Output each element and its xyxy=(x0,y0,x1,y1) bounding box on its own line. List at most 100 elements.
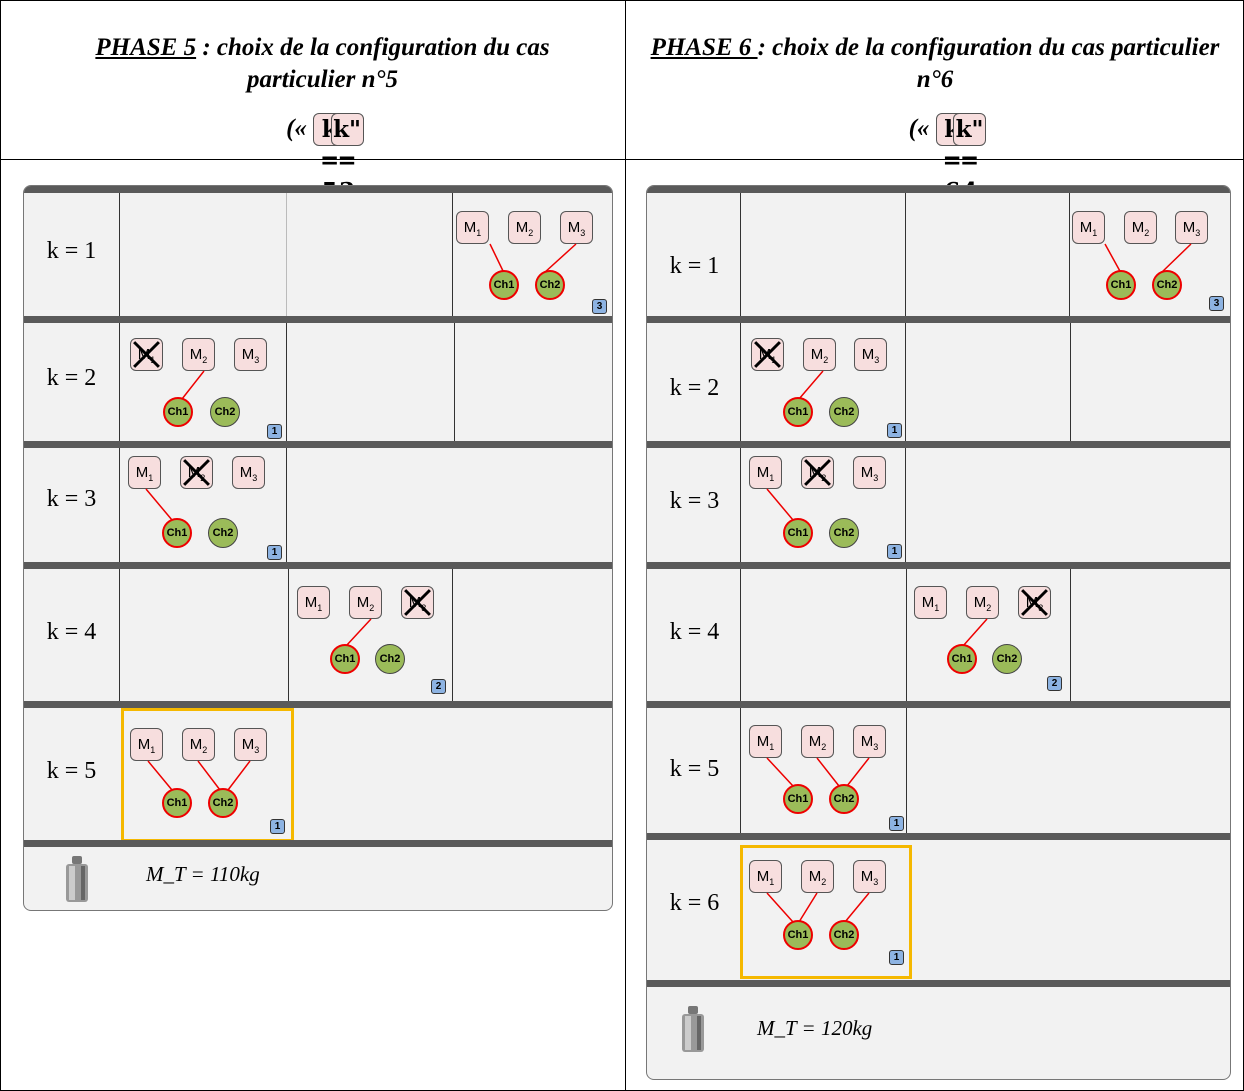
row-separator xyxy=(24,441,612,448)
row-label: k = 1 xyxy=(669,253,720,279)
chain-ch1: Ch1 xyxy=(783,784,813,814)
machine-label: M xyxy=(861,346,875,363)
row-separator xyxy=(647,701,1230,708)
row-label: k = 5 xyxy=(669,756,720,782)
machine-m1: M1 xyxy=(749,860,782,893)
machine-index: 1 xyxy=(934,603,940,613)
machine-index: 3 xyxy=(873,473,879,483)
machine-label: M xyxy=(241,736,255,753)
machine-label: M xyxy=(463,219,477,236)
slot-cell xyxy=(1070,569,1071,701)
machine-label: M xyxy=(1131,219,1145,236)
machine-label: M xyxy=(356,594,370,611)
slot-cell xyxy=(119,323,120,441)
machine-label: M xyxy=(408,594,422,611)
slot-cell xyxy=(740,569,741,701)
machine-label: M xyxy=(135,464,149,481)
machine-label: M xyxy=(973,594,987,611)
row-label: k = 2 xyxy=(46,365,97,391)
phase6-row-k3: k = 3 M1 M2 M3 Ch1 Ch2 1 xyxy=(647,448,1230,562)
machine-m3: M3 xyxy=(853,860,886,893)
slot-cell xyxy=(454,323,455,441)
count-badge: 1 xyxy=(267,424,282,439)
slot-cell xyxy=(286,323,287,441)
slot-cell xyxy=(452,193,453,316)
selected-configuration-highlight xyxy=(121,708,294,842)
machine-label: M xyxy=(860,868,874,885)
row-separator xyxy=(647,186,1230,193)
phase6-row-k6: k = 6 M1 M2 M3 Ch1 Ch2 1 xyxy=(647,840,1230,972)
machine-index: 1 xyxy=(769,742,775,752)
machine-label: M xyxy=(239,464,253,481)
row-label: k = 4 xyxy=(46,619,97,645)
chain-ch2: Ch2 xyxy=(375,644,405,674)
machine-m1: M1 xyxy=(128,456,161,489)
machine-m3: M3 xyxy=(234,338,267,371)
machine-label: M xyxy=(756,868,770,885)
slot-cell xyxy=(740,193,741,316)
slot-cell xyxy=(906,569,907,701)
row-label: k = 3 xyxy=(669,488,720,514)
total-mass: M_T = 120kg xyxy=(757,1016,873,1040)
slot-cell xyxy=(286,448,287,562)
count-badge: 1 xyxy=(887,544,902,559)
phase6-header: PHASE 6 : choix de la configuration du c… xyxy=(626,0,1244,236)
machine-index: 3 xyxy=(1038,603,1044,613)
weight-icon xyxy=(682,1006,704,1052)
chain-ch2: Ch2 xyxy=(829,920,859,950)
phase5-header: PHASE 5 : choix de la configuration du c… xyxy=(0,0,625,236)
machine-m2: M2 xyxy=(801,725,834,758)
phase5-panel: k = 1 M1 M2 M3 Ch1 Ch2 3 k = 2 M1 M2 M3 … xyxy=(23,185,613,911)
machine-index: 3 xyxy=(580,228,586,238)
phase6-title-underlined: PHASE 6 xyxy=(650,34,758,61)
row-separator xyxy=(24,840,612,847)
machine-index: 1 xyxy=(1092,228,1098,238)
machine-label: M xyxy=(756,733,770,750)
count-badge: 2 xyxy=(431,679,446,694)
machine-index: 1 xyxy=(769,877,775,887)
chain-ch2: Ch2 xyxy=(829,518,859,548)
machine-index: 2 xyxy=(528,228,534,238)
machine-m3: M3 xyxy=(232,456,265,489)
chain-ch1: Ch1 xyxy=(783,397,813,427)
machine-index: 2 xyxy=(821,877,827,887)
phase6-row-k1: k = 1 M1 M2 M3 Ch1 Ch2 3 xyxy=(647,193,1230,316)
machine-m1-crossed: M1 xyxy=(130,338,163,371)
chain-ch2: Ch2 xyxy=(992,644,1022,674)
phase6-panel: k = 1 M1 M2 M3 Ch1 Ch2 3 k = 2 M1 M2 M3 … xyxy=(646,185,1231,1080)
machine-m2: M2 xyxy=(966,586,999,619)
machine-index: 3 xyxy=(252,473,258,483)
chain-ch1: Ch1 xyxy=(489,270,519,300)
machine-label: M xyxy=(756,464,770,481)
machine-m3: M3 xyxy=(1175,211,1208,244)
machine-m3: M3 xyxy=(854,338,887,371)
machine-m3-crossed: M3 xyxy=(401,586,434,619)
machine-label: M xyxy=(808,733,822,750)
chain-ch2: Ch2 xyxy=(1152,270,1182,300)
machine-m2: M2 xyxy=(801,860,834,893)
machine-index: 2 xyxy=(369,603,375,613)
machine-m1: M1 xyxy=(456,211,489,244)
machine-index: 3 xyxy=(874,355,880,365)
row-separator xyxy=(647,980,1230,987)
machine-m3: M3 xyxy=(560,211,593,244)
machine-m2: M2 xyxy=(508,211,541,244)
machine-index: 3 xyxy=(873,742,879,752)
machine-label: M xyxy=(758,346,772,363)
slot-cell xyxy=(905,448,906,562)
machine-label: M xyxy=(304,594,318,611)
machine-m3: M3 xyxy=(853,725,886,758)
row-label: k = 4 xyxy=(669,619,720,645)
slot-cell xyxy=(906,708,907,833)
machine-index: 3 xyxy=(254,355,260,365)
slot-cell xyxy=(740,708,741,833)
machine-m1: M1 xyxy=(749,456,782,489)
slot-cell xyxy=(119,569,120,701)
phase5-subtitle: (« k = 5 correspond à k" = 3) xyxy=(0,113,625,236)
phase6-subtitle-kpp: k" = 4 xyxy=(953,113,987,205)
machine-label: M xyxy=(567,219,581,236)
row-label: k = 3 xyxy=(46,486,97,512)
phase5-row-k2: k = 2 M1 M2 M3 Ch1 Ch2 1 xyxy=(24,323,612,441)
phase6-subtitle-open: (« xyxy=(908,115,936,142)
phase6-subtitle: (« k = 6 correspond à k" = 4) xyxy=(626,113,1244,236)
